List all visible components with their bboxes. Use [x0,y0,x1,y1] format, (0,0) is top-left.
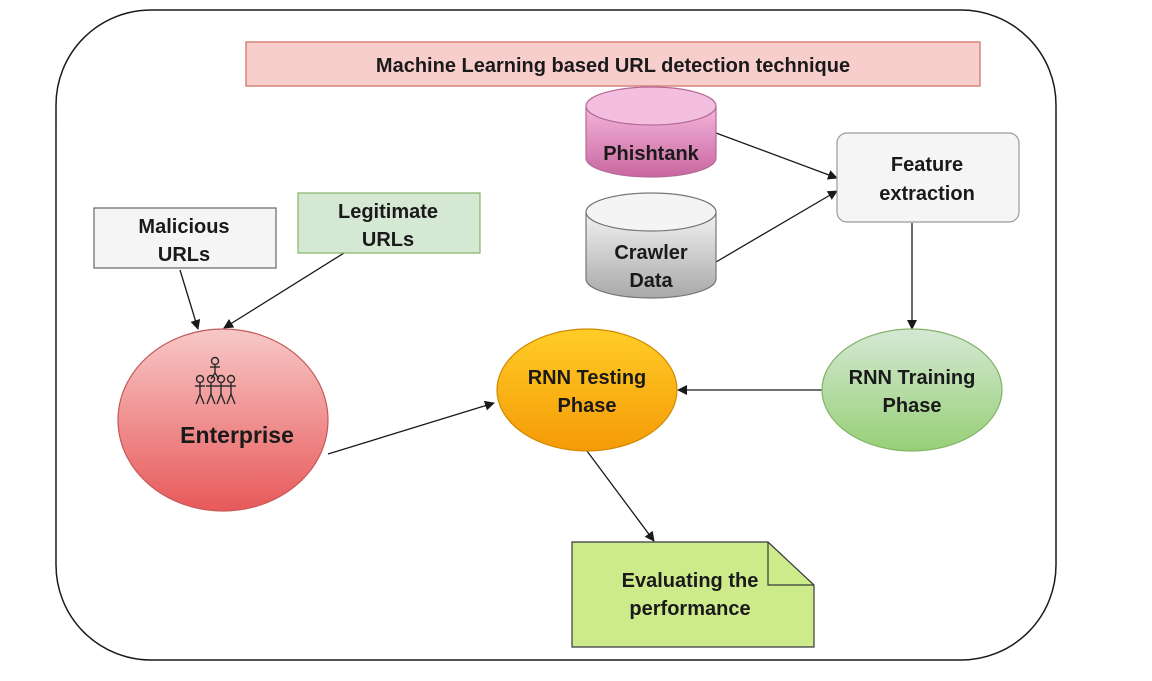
evaluating-label-line1: Evaluating the [622,570,759,592]
arrow-phishtank-to-feature [715,132,838,180]
rnn-training-label-line1: RNN Training [849,367,976,389]
rnn-testing-label-line2: Phase [558,395,617,417]
title-banner: Machine Learning based URL detection tec… [245,41,981,87]
malicious-urls-box: Malicious URLs [93,207,277,269]
crawler-data-label-line2: Data [629,270,673,292]
rnn-testing-label-line1: RNN Testing [528,367,647,389]
phishtank-cylinder: Phishtank [585,86,717,178]
arrow-malicious-to-enterprise [179,269,201,330]
evaluating-performance-note: Evaluating the performance [571,541,815,648]
enterprise-node: Enterprise [117,328,329,512]
rnn-training-label-line2: Phase [883,395,942,417]
legitimate-urls-label-line2: URLs [362,229,414,251]
arrow-enterprise-to-testing [327,400,495,455]
arrow-legitimate-to-enterprise [223,252,345,329]
rnn-testing-phase-node: RNN Testing Phase [496,328,678,452]
people-group-icon [195,356,236,405]
evaluating-label-line2: performance [629,598,750,620]
malicious-urls-label-line2: URLs [158,244,210,266]
arrow-testing-to-evaluating [586,450,655,542]
feature-extraction-label-line2: extraction [879,183,975,205]
malicious-urls-label-line1: Malicious [138,216,229,238]
diagram-title: Machine Learning based URL detection tec… [376,55,850,77]
arrow-crawler-to-feature [715,190,838,263]
feature-extraction-box: Feature extraction [836,132,1020,223]
phishtank-label: Phishtank [603,143,699,165]
crawler-data-cylinder: Crawler Data [585,192,717,299]
legitimate-urls-box: Legitimate URLs [297,192,481,254]
feature-extraction-label-line1: Feature [891,154,963,176]
rnn-training-phase-node: RNN Training Phase [821,328,1003,452]
legitimate-urls-label-line1: Legitimate [338,201,438,223]
enterprise-label: Enterprise [180,422,294,448]
crawler-data-label-line1: Crawler [614,242,688,264]
